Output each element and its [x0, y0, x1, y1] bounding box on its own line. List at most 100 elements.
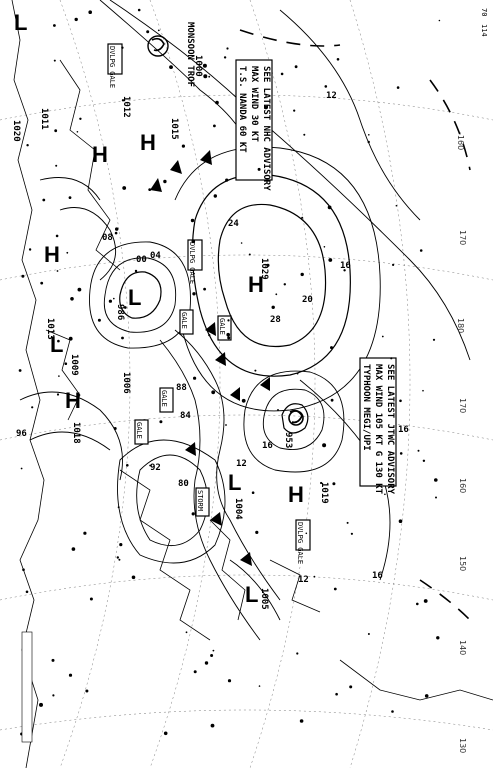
station-dot: [208, 334, 211, 337]
station-dot: [399, 452, 403, 455]
station-dot: [113, 427, 117, 430]
svg-text:16: 16: [398, 425, 409, 435]
station-dot: [336, 58, 340, 61]
svg-text:170: 170: [458, 230, 467, 245]
station-dot: [114, 231, 118, 235]
station-dot: [434, 478, 438, 482]
svg-text:TYPHOON MEGI/UPI: TYPHOON MEGI/UPI: [361, 364, 371, 451]
svg-text:92: 92: [150, 463, 161, 473]
station-dot: [74, 17, 78, 22]
station-dot: [204, 661, 209, 665]
station-dot: [313, 575, 316, 578]
station-dot: [257, 167, 261, 171]
station-dot: [148, 188, 152, 192]
station-dot: [303, 133, 306, 136]
pressure-center-H1019: H: [288, 482, 304, 507]
coastlines: [11, 0, 493, 768]
station-dot: [76, 131, 79, 133]
station-dot: [54, 129, 58, 133]
station-dot: [225, 178, 229, 182]
station-dot: [301, 216, 304, 219]
svg-text:STORM: STORM: [196, 490, 204, 511]
pressure-value-L1012: 1012: [121, 96, 131, 118]
station-dot: [277, 409, 279, 411]
svg-text:SEE LATEST NHC ADVISORY: SEE LATEST NHC ADVISORY: [261, 66, 271, 191]
station-dot: [42, 198, 46, 202]
pressure-center-H-north: H: [44, 242, 60, 267]
svg-text:MAX WIND 105 KT G 130 KT: MAX WIND 105 KT G 130 KT: [373, 364, 383, 495]
station-dot: [157, 29, 160, 32]
svg-text:00: 00: [136, 255, 147, 265]
station-dot: [208, 75, 211, 78]
svg-text:12: 12: [298, 575, 309, 585]
pressure-center-L1004: L: [228, 470, 241, 495]
pressure-value-L1020: 1020: [11, 120, 21, 142]
station-dot: [121, 46, 124, 49]
station-dot: [417, 449, 420, 452]
pressure-value-L1009: 1009: [69, 354, 79, 376]
station-dot: [113, 297, 115, 300]
svg-text:12: 12: [236, 459, 247, 469]
station-dot: [28, 248, 32, 251]
svg-text:-160: -160: [456, 132, 465, 150]
station-dot: [181, 144, 185, 148]
station-dot: [299, 719, 304, 723]
station-dot: [25, 590, 29, 594]
station-dot: [384, 493, 386, 496]
svg-text:160: 160: [458, 478, 467, 493]
station-dot: [333, 587, 337, 591]
station-dot: [70, 297, 74, 301]
station-dot: [422, 459, 426, 462]
station-dot: [159, 420, 163, 424]
svg-text:16: 16: [262, 441, 273, 451]
pressure-value-H1029: 1029: [259, 258, 269, 280]
station-dot: [31, 406, 34, 409]
station-dot: [343, 269, 346, 272]
station-dot: [39, 702, 43, 707]
station-dot: [227, 319, 230, 322]
station-dot: [381, 335, 384, 338]
station-dot: [398, 519, 403, 523]
pressure-value-H1019: 1019: [319, 482, 329, 504]
station-dot: [332, 482, 336, 486]
svg-text:20: 20: [302, 295, 313, 305]
station-dot: [367, 140, 370, 144]
legend-box: [21, 631, 33, 743]
svg-text:DVLPG GALE: DVLPG GALE: [188, 242, 196, 284]
warning-megi: TYPHOON MEGI/UPI MAX WIND 105 KT G 130 K…: [359, 357, 397, 495]
station-dot: [275, 293, 278, 296]
station-dot: [322, 443, 327, 448]
station-dot: [118, 558, 121, 561]
pressure-value-L1013: 1013: [45, 318, 55, 340]
station-dot: [191, 239, 196, 243]
station-dot: [392, 263, 395, 266]
station-dot: [215, 100, 219, 105]
svg-text:DVLPG GALE: DVLPG GALE: [108, 46, 116, 88]
station-dot: [126, 464, 129, 467]
station-dot: [300, 272, 304, 277]
station-dot: [296, 372, 299, 375]
svg-text:84: 84: [180, 411, 191, 421]
station-dot: [328, 258, 333, 262]
station-dot: [163, 731, 168, 736]
station-dot: [68, 336, 73, 341]
station-dot: [280, 72, 284, 76]
station-dot: [264, 105, 268, 110]
svg-text:16: 16: [372, 571, 383, 581]
station-dot: [349, 685, 353, 689]
station-dot: [391, 710, 394, 713]
svg-text:T.S. NANDA 60 KT: T.S. NANDA 60 KT: [237, 66, 247, 153]
station-dot: [294, 65, 298, 69]
station-dot: [134, 269, 138, 273]
station-dot: [121, 336, 124, 340]
station-dot: [202, 63, 207, 68]
station-dot: [51, 658, 55, 662]
pressure-center-H1015: H: [140, 130, 156, 155]
station-dot: [423, 599, 428, 603]
station-dot: [97, 318, 101, 322]
svg-text:16: 16: [340, 261, 351, 271]
pressure-center-H-north2: H: [92, 142, 108, 167]
pressure-center-L986: L: [128, 285, 141, 310]
svg-text:12: 12: [326, 91, 337, 101]
